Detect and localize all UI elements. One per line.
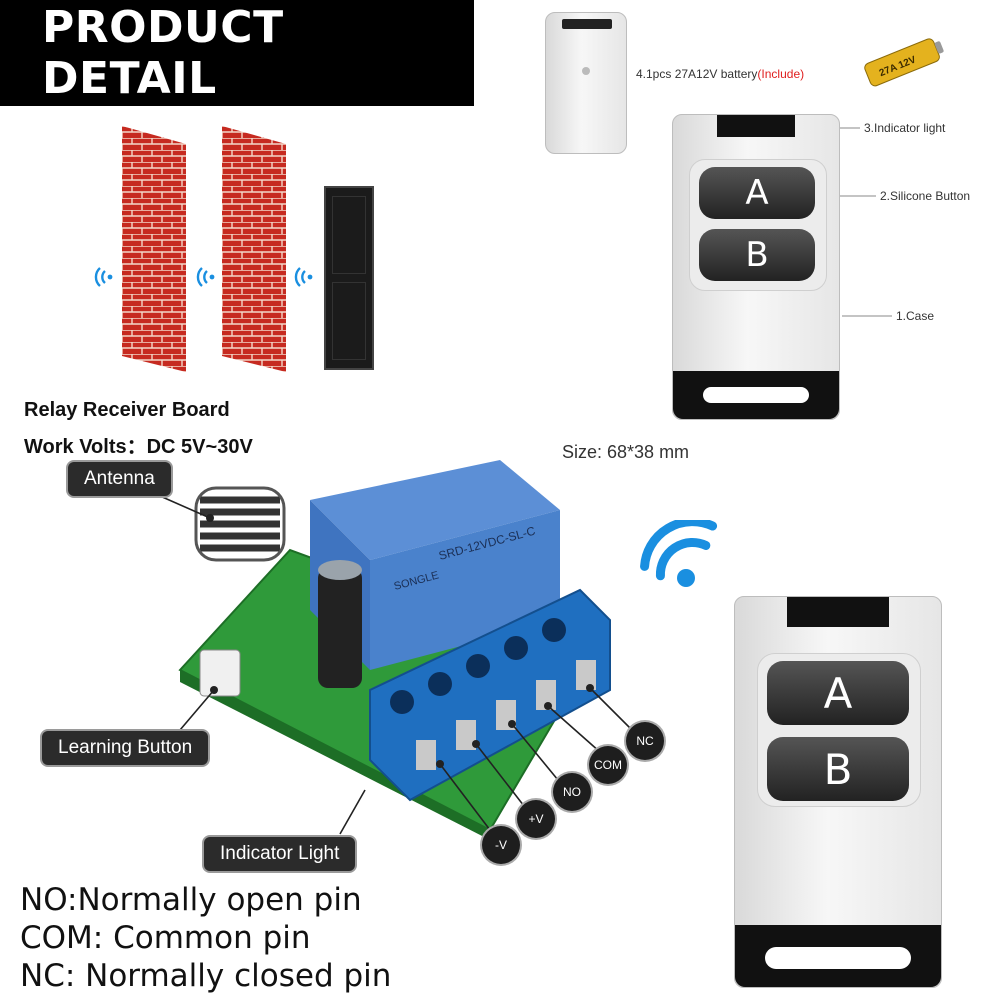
- pin-no-badge: NO: [553, 773, 591, 811]
- indicator-light: [787, 597, 889, 627]
- legend-nc: NC: Normally closed pin: [20, 958, 392, 994]
- remote-button-a: A: [767, 661, 909, 725]
- size-spec: Size: 68*38 mm: [562, 442, 690, 462]
- board-title: Relay Receiver Board: [24, 399, 230, 421]
- button-spec: 2.Silicone Button: [880, 189, 971, 203]
- remote-front-image: A B: [672, 114, 840, 420]
- keyring-slot: [765, 947, 911, 969]
- brick-wall-icon: [222, 126, 286, 372]
- learning-button-callout: Learning Button: [42, 731, 209, 765]
- remote-button-b: B: [699, 229, 815, 281]
- board-volts: Work Volts：DC 5V~30V: [24, 436, 253, 458]
- remote-back-image: [545, 12, 627, 154]
- battery-note: (Include): [757, 67, 805, 81]
- indicator-spec: 3.Indicator light: [864, 121, 946, 135]
- pin-nc-badge: NC: [626, 722, 664, 760]
- page-title: PRODUCT DETAIL: [42, 2, 284, 104]
- remote-button-a: A: [699, 167, 815, 219]
- antenna-callout: Antenna: [68, 462, 171, 496]
- signal-wave-icon: [94, 267, 113, 287]
- pin-com-badge: COM: [589, 746, 627, 784]
- remote-button-b: B: [767, 737, 909, 801]
- battery-icon: 27A 12V: [864, 38, 944, 87]
- battery-spec: 4.1pcs 27A12V battery(Include): [636, 67, 804, 81]
- case-spec: 1.Case: [896, 309, 935, 323]
- hanger-slot: [562, 19, 612, 29]
- screw-icon: [582, 67, 590, 75]
- indicator-light: [717, 115, 795, 137]
- legend-com: COM: Common pin: [20, 920, 311, 956]
- pin-minus-v-badge: -V: [482, 826, 520, 864]
- pin-plus-v-badge: +V: [517, 800, 555, 838]
- battery-spec-text: 4.1pcs 27A12V battery: [636, 67, 758, 81]
- indicator-light-callout: Indicator Light: [204, 837, 356, 871]
- signal-wave-icon: [196, 267, 215, 287]
- signal-wave-icon: [294, 267, 313, 287]
- brick-wall-icon: [122, 126, 186, 372]
- remote-large-image: A B: [734, 596, 942, 988]
- header-banner: PRODUCT DETAIL: [0, 0, 474, 106]
- keyring-slot: [703, 387, 809, 403]
- legend-no: NO:Normally open pin: [20, 882, 362, 918]
- wifi-icon: [640, 520, 718, 587]
- door-icon: [324, 186, 374, 370]
